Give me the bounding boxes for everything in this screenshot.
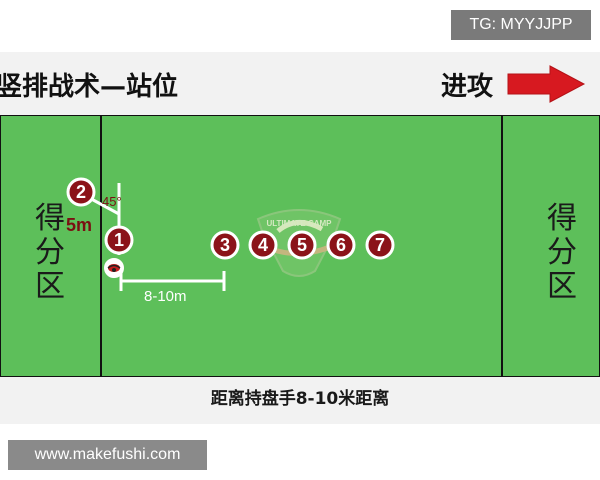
player-marker-5: 5 [287, 230, 317, 260]
tg-badge: TG: MYYJJPP [451, 10, 591, 40]
player-marker-3: 3 [210, 230, 240, 260]
attack-label: 进攻 [441, 72, 494, 102]
left-endzone-label: 得分区 [35, 201, 65, 304]
player-number-4: 4 [258, 235, 268, 255]
player-marker-2: 2 [66, 177, 96, 207]
player-number-1: 1 [114, 230, 124, 250]
player-number-3: 3 [220, 235, 230, 255]
player-circles: 2 1 3 4 5 6 7 [66, 177, 395, 260]
player-circle-5 [287, 230, 317, 260]
right-endzone-label: 得分区 [547, 201, 577, 304]
player-marker-1: 1 [104, 225, 134, 255]
player-number-7: 7 [375, 235, 385, 255]
long-distance-label: 8-10m [144, 288, 187, 305]
player-number-6: 6 [336, 235, 346, 255]
player-marker-6: 6 [326, 230, 356, 260]
logo-text: ULTIMATE CAMP [266, 219, 332, 228]
player-circle-1 [104, 225, 134, 255]
player-circle-4 [248, 230, 278, 260]
player-circle-7 [365, 230, 395, 260]
player-marker-7: 7 [365, 230, 395, 260]
player-circle-2 [66, 177, 96, 207]
diagram-title: 竖排战术—站位 [0, 72, 179, 102]
ultimate-camp-logo: ULTIMATE CAMP [256, 209, 342, 277]
field-diagram: ULTIMATE CAMP 45° 5m 8-10m 2 1 3 4 5 6 7 [0, 115, 600, 377]
player-circle-3 [210, 230, 240, 260]
player-marker-4: 4 [248, 230, 278, 260]
player-circle-6 [326, 230, 356, 260]
angle-label: 45° [102, 194, 122, 209]
website-watermark: www.makefushi.com [8, 440, 207, 470]
disc-holder [104, 258, 124, 278]
distance-caption: 距离持盘手8-10米距离 [210, 389, 390, 409]
player-number-2: 2 [76, 182, 86, 202]
player-number-5: 5 [297, 235, 307, 255]
short-distance-label: 5m [66, 215, 92, 235]
